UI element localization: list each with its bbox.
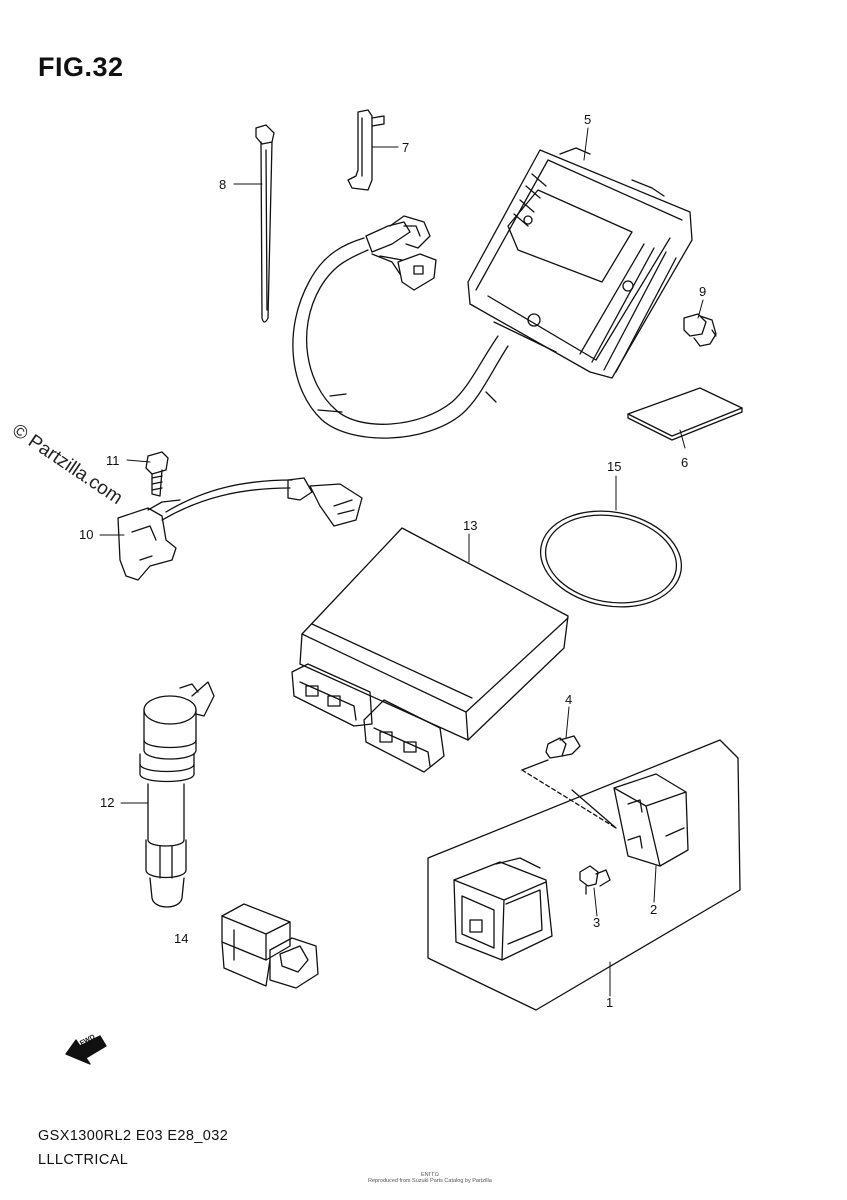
part-9-bolt[interactable] xyxy=(683,313,717,347)
figure-title: FIG.32 xyxy=(38,52,124,82)
callout-14[interactable]: 14 xyxy=(174,931,189,946)
callout-3[interactable]: 3 xyxy=(593,915,601,930)
callout-2[interactable]: 2 xyxy=(650,902,658,917)
callout-11[interactable]: 11 xyxy=(106,453,120,468)
part-14-relay[interactable] xyxy=(221,903,319,989)
leader-lines xyxy=(99,127,704,997)
callout-7[interactable]: 7 xyxy=(402,140,410,155)
callout-10[interactable]: 10 xyxy=(79,527,94,542)
part-6-pad[interactable] xyxy=(627,387,743,441)
callout-5[interactable]: 5 xyxy=(584,112,592,127)
callout-6[interactable]: 6 xyxy=(681,455,689,470)
part-1-relay-box[interactable] xyxy=(453,857,553,961)
part-15-seal-ring[interactable] xyxy=(533,500,689,617)
callout-13[interactable]: 13 xyxy=(463,518,478,533)
fine-print-line-1: ΕΝΓΓΩ xyxy=(421,1172,439,1178)
part-13-ecm[interactable] xyxy=(291,527,569,773)
callout-9[interactable]: 9 xyxy=(699,284,707,299)
part-12-ignition-coil[interactable] xyxy=(139,681,215,908)
part-4-bolt[interactable] xyxy=(545,735,581,759)
callout-12[interactable]: 12 xyxy=(100,795,115,810)
section-name: LLLCTRICAL xyxy=(38,1152,129,1168)
model-code: GSX1300RL2 E03 E28_032 xyxy=(38,1128,229,1144)
part-8-cable-tie[interactable] xyxy=(255,124,275,323)
callout-1[interactable]: 1 xyxy=(606,995,614,1010)
fine-print-line-2: Reproduced from Suzuki Parts Catalog by … xyxy=(368,1178,492,1184)
part-11-screw[interactable] xyxy=(145,451,169,497)
part-3-terminal[interactable] xyxy=(579,865,611,895)
part-2-cover[interactable] xyxy=(613,773,689,867)
part-10-sensor[interactable] xyxy=(117,477,363,581)
fine-print: ΕΝΓΓΩ Reproduced from Suzuki Parts Catal… xyxy=(368,1172,492,1184)
assembly-box-parts-1-2-3 xyxy=(427,739,741,1011)
fwd-arrow-icon xyxy=(65,1035,107,1065)
callout-4[interactable]: 4 xyxy=(565,692,573,707)
part-5-regulator-rectifier[interactable] xyxy=(292,147,693,439)
part-7-bracket-clip[interactable] xyxy=(347,109,385,191)
callout-8[interactable]: 8 xyxy=(219,177,227,192)
callout-15[interactable]: 15 xyxy=(607,459,622,474)
